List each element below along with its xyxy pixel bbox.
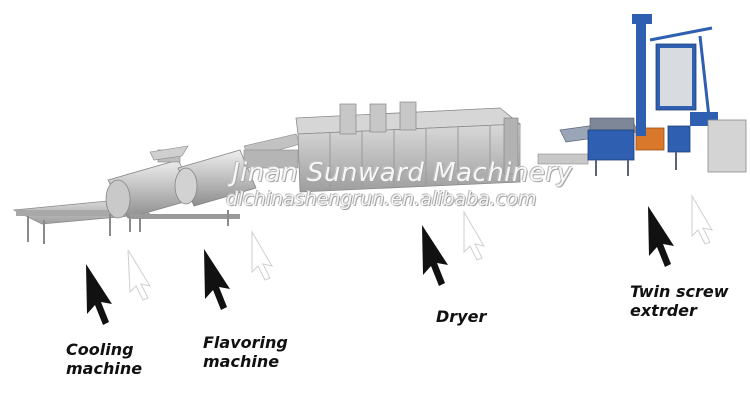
label-flavoring-machine: Flavoring machine bbox=[203, 333, 288, 371]
flavoring-machine bbox=[105, 145, 257, 232]
arrow-icon-flavoring bbox=[204, 249, 230, 310]
company-watermark: Jinan Sunward Machinery bbox=[232, 158, 573, 188]
watermark-arrows bbox=[127, 194, 714, 301]
dryer bbox=[295, 101, 522, 193]
arrow-icon-dryer bbox=[422, 225, 448, 286]
label-dryer: Dryer bbox=[436, 307, 487, 326]
twin-screw-extruder bbox=[537, 14, 747, 176]
conveyor bbox=[243, 133, 301, 169]
website-watermark: dlchinashengrun.en.alibaba.com bbox=[226, 188, 537, 210]
arrow-icon-twin-screw bbox=[648, 206, 674, 267]
label-twin-screw-extruder: Twin screw extrder bbox=[630, 282, 729, 320]
arrow-icon-cooling bbox=[86, 264, 112, 325]
label-cooling-machine: Cooling machine bbox=[66, 340, 143, 378]
